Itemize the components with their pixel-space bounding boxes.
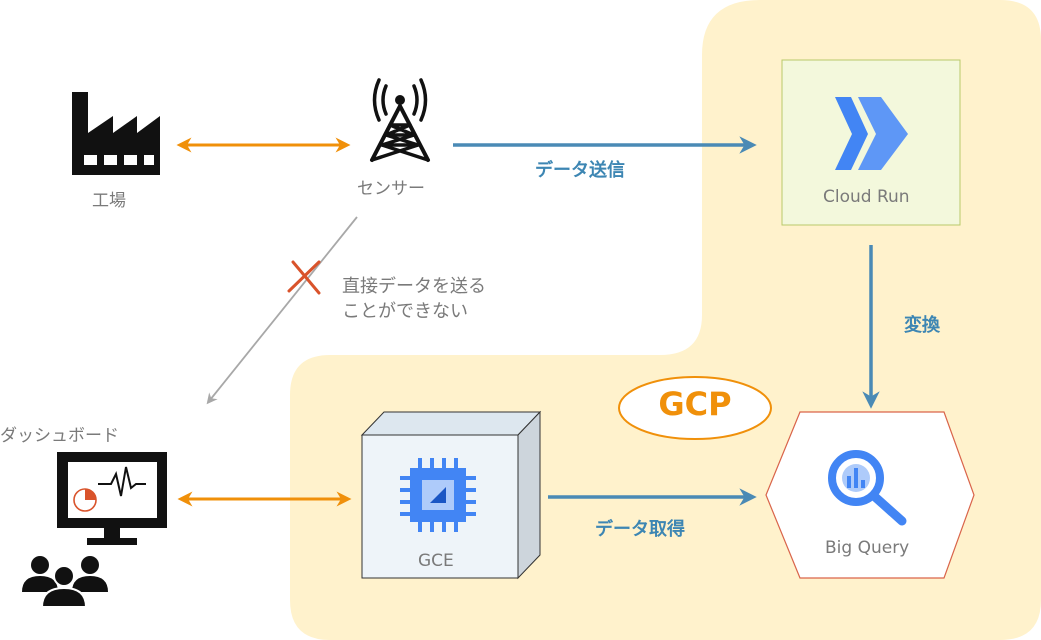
transform-edge-label: 変換 (904, 315, 940, 336)
gce-box (360, 410, 542, 580)
blocked-note-line2: ことができない (342, 301, 468, 322)
cloud-run-box (781, 59, 961, 226)
get-data-edge-label: データ取得 (595, 519, 685, 540)
radio-tower-icon (370, 78, 430, 162)
cloud-run-label: Cloud Run (823, 187, 910, 207)
gce-label: GCE (418, 551, 454, 571)
sensor-label: センサー (357, 179, 425, 199)
factory-label: 工場 (92, 191, 126, 211)
cloud-run-icon (835, 97, 908, 170)
blocked-cross-icon (287, 260, 321, 295)
bigquery-icon (828, 450, 907, 526)
cpu-chip-icon (400, 458, 476, 532)
monitor-chart-icon (57, 452, 167, 545)
gcp-label: GCP (658, 385, 732, 423)
users-icon (22, 556, 108, 608)
send-data-edge-label: データ送信 (535, 160, 625, 181)
big-query-label: Big Query (825, 538, 910, 558)
blocked-note-line1: 直接データを送る (342, 276, 486, 297)
gcp-badge (618, 376, 772, 440)
factory-icon (72, 92, 160, 175)
dashboard-label: ダッシュボード (0, 426, 119, 446)
